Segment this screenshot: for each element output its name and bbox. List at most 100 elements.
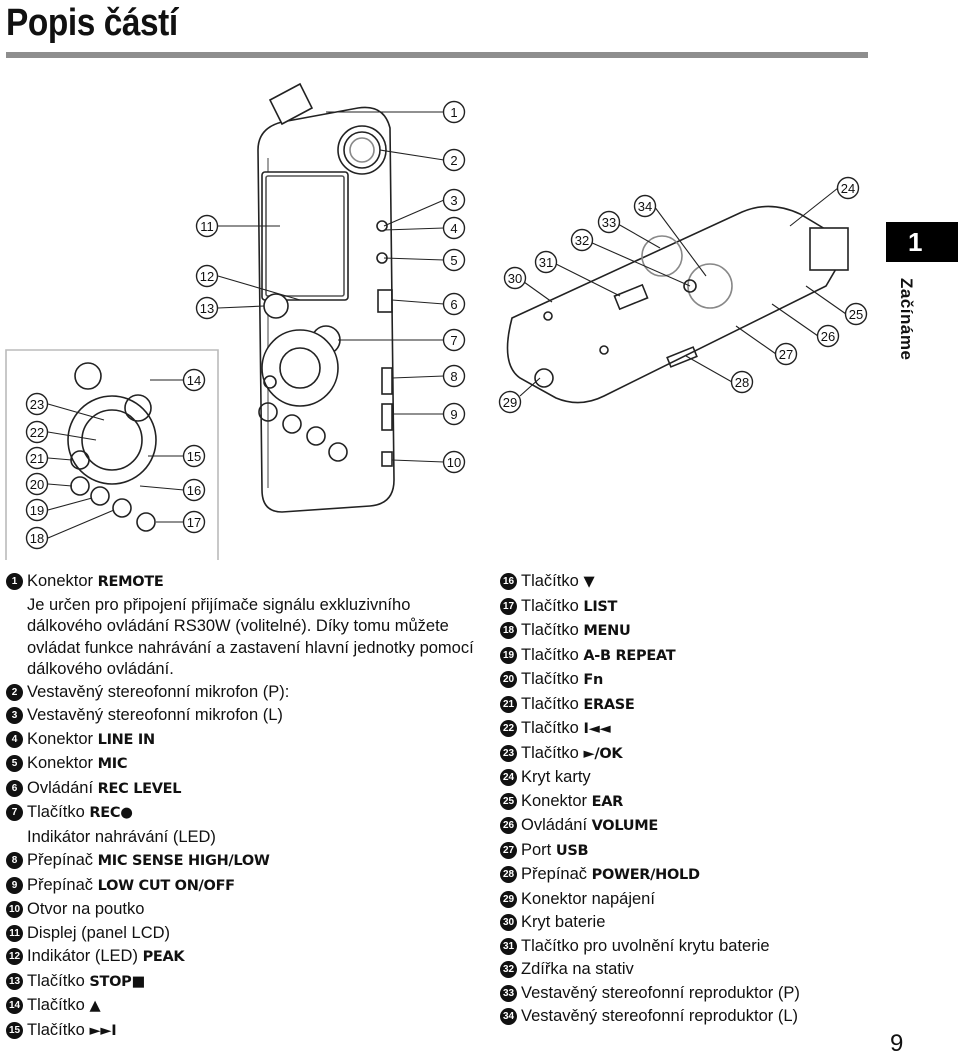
part-prefix: Tlačítko — [521, 572, 579, 590]
part-keyword: REMOTE — [97, 574, 164, 590]
callout-2: 2 — [442, 148, 466, 172]
part-label: Konektor MIC — [27, 752, 476, 777]
callout-label: 5 — [450, 253, 457, 268]
callout-10: 10 — [442, 450, 466, 474]
callout-label: 7 — [450, 333, 457, 348]
callout-circle — [503, 266, 527, 290]
callout-label: 28 — [735, 375, 749, 390]
callout-label: 23 — [30, 397, 44, 412]
part-prefix: Ovládání — [521, 816, 588, 834]
callout-4: 4 — [442, 216, 466, 240]
part-symbol: ►►I — [84, 1022, 117, 1039]
back-leader-lines — [519, 187, 847, 397]
part-prefix: Indikátor (LED) — [27, 947, 138, 965]
callout-circle — [182, 444, 206, 468]
part-keyword: VOLUME — [591, 818, 659, 834]
part-label: Ovládání VOLUME — [521, 814, 890, 839]
part-label: Konektor EAR — [521, 790, 890, 815]
part-prefix: Tlačítko — [521, 694, 579, 713]
part-prefix: Ovládání — [27, 778, 94, 797]
callout-circle — [25, 498, 49, 522]
part-symbol: ■ — [131, 973, 145, 990]
callout-circle — [836, 176, 860, 200]
part-prefix: Zdířka na stativ — [521, 960, 634, 978]
part-keyword: REC LEVEL — [97, 780, 182, 797]
part-number-badge: 2 — [6, 683, 23, 701]
part-prefix: Kryt karty — [521, 768, 591, 786]
callout-31: 31 — [534, 250, 558, 274]
part-prefix: Tlačítko — [521, 719, 579, 737]
callout-13: 13 — [195, 296, 219, 320]
callout-label: 32 — [575, 233, 589, 248]
part-prefix: Tlačítko — [27, 1020, 85, 1039]
callout-circle — [597, 210, 621, 234]
part-label: Tlačítko ►/OK — [521, 742, 890, 767]
callout-circle — [442, 216, 466, 240]
callout-12: 12 — [195, 264, 219, 288]
part-number-badge: 14 — [6, 997, 23, 1014]
part-prefix: Vestavěný stereofonní reproduktor (P) — [521, 983, 800, 1002]
part-number-badge: 1 — [6, 573, 23, 590]
part-keyword: POWER/HOLD — [591, 867, 700, 883]
part-keyword: LINE IN — [97, 731, 155, 748]
part-keyword: REC — [89, 805, 121, 821]
part-prefix: Konektor — [27, 754, 94, 772]
callout-7: 7 — [442, 328, 466, 352]
callout-circle — [442, 248, 466, 272]
part-number-badge: 24 — [500, 769, 517, 786]
part-number-badge: 10 — [6, 901, 23, 918]
part-symbol: I◄◄ — [578, 721, 611, 737]
callout-circle — [844, 302, 868, 326]
callout-label: 24 — [841, 181, 855, 196]
part-number-badge: 11 — [6, 924, 23, 942]
callout-label: 25 — [849, 307, 863, 322]
callout-label: 13 — [200, 301, 214, 316]
callout-label: 26 — [821, 329, 835, 344]
callout-label: 1 — [450, 105, 457, 120]
callout-circle — [182, 368, 206, 392]
part-label: Vestavěný stereofonní reproduktor (L) — [521, 1005, 890, 1029]
part-keyword: USB — [555, 842, 589, 859]
callout-label: 34 — [638, 199, 652, 214]
callout-numbers: 1234567891011121314151617181920212223242… — [25, 100, 868, 550]
panel-leader-lines — [47, 379, 185, 539]
callout-23: 23 — [25, 392, 49, 416]
part-symbol: ▲ — [84, 998, 101, 1014]
callout-circle — [442, 100, 466, 124]
part-number-badge: 7 — [6, 804, 23, 821]
part-prefix: Konektor — [521, 791, 588, 810]
part-prefix: Tlačítko — [27, 996, 85, 1014]
part-label: Tlačítko pro uvolnění krytu baterie — [521, 935, 890, 959]
part-prefix: Kryt baterie — [521, 913, 606, 931]
part-number-badge: 13 — [6, 972, 23, 990]
callout-circle — [633, 194, 657, 218]
part-label: Přepínač MIC SENSE HIGH/LOW — [27, 849, 476, 874]
part-label: Konektor LINE IN — [27, 728, 476, 753]
callout-30: 30 — [503, 266, 527, 290]
part-keyword: LIST — [583, 598, 618, 615]
callout-28: 28 — [730, 370, 754, 394]
part-prefix: Přepínač — [521, 865, 588, 883]
part-number-badge: 5 — [6, 755, 23, 772]
callout-circle — [816, 324, 840, 348]
callout-label: 22 — [30, 425, 44, 440]
part-prefix: Tlačítko — [521, 621, 579, 639]
callout-16: 16 — [182, 478, 206, 502]
part-number-badge: 33 — [500, 984, 517, 1002]
callout-circle — [195, 264, 219, 288]
part-number-badge: 16 — [500, 573, 517, 590]
part-prefix: Displej (panel LCD) — [27, 923, 171, 942]
